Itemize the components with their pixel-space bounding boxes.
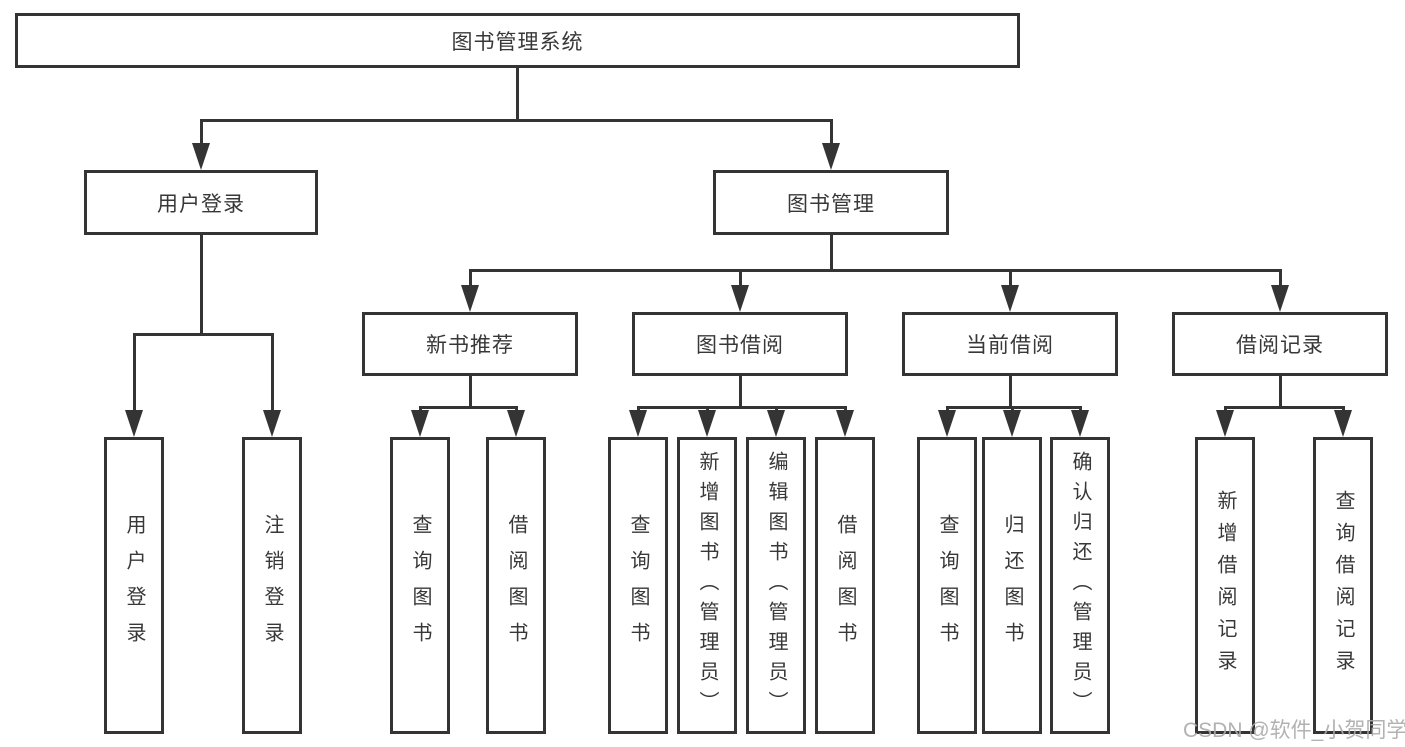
connector-drop-borrow-books-borrowing [844, 406, 847, 412]
connector-drop-edit-books-admin [775, 406, 778, 412]
node-new-book-recommend: 新书推荐 [362, 312, 578, 376]
connector-drop-logout-leaf [271, 333, 274, 411]
node-borrowing-records-label: 借阅记录 [1236, 334, 1324, 357]
connector-book-management-stem [830, 235, 833, 271]
connector-root-stem [516, 68, 519, 121]
arrowhead-down-icon [1001, 285, 1019, 312]
connector-drop-borrowing-records [1279, 269, 1282, 286]
connector-drop-add-books-admin [706, 406, 709, 412]
arrowhead-down-icon [461, 285, 479, 312]
node-add-books-admin-label: 新增图书（管理员） [696, 450, 718, 721]
node-return-books: 归还图书 [982, 437, 1042, 734]
node-user-login-leaf-label: 用户登录 [123, 513, 145, 658]
node-book-borrowing: 图书借阅 [632, 312, 848, 376]
connector-drop-user-login-leaf [133, 333, 136, 411]
connector-book-borrowing-stem [739, 376, 742, 408]
node-query-books-current: 查询图书 [917, 437, 977, 734]
node-borrow-books-borrowing: 借阅图书 [815, 437, 875, 734]
node-query-books-borrowing: 查询图书 [608, 437, 668, 734]
connector-new-book-recommend-stem [469, 376, 472, 408]
node-borrowing-records: 借阅记录 [1172, 312, 1388, 376]
arrowhead-down-icon [411, 410, 429, 437]
node-borrow-books-recommend: 借阅图书 [486, 437, 546, 734]
connector-root-hline [200, 119, 833, 122]
arrowhead-down-icon [698, 410, 716, 437]
connector-drop-current-borrowing [1009, 269, 1012, 286]
arrowhead-down-icon [1071, 410, 1089, 437]
connector-drop-new-book-recommend [469, 269, 472, 286]
connector-drop-borrow-books-recommend [515, 406, 518, 412]
node-add-borrow-record: 新增借阅记录 [1195, 437, 1255, 734]
arrowhead-down-icon [1003, 410, 1021, 437]
connector-drop-query-books-recommend [419, 406, 422, 412]
node-logout-leaf-label: 注销登录 [261, 513, 283, 658]
node-query-books-borrowing-label: 查询图书 [627, 513, 649, 658]
arrowhead-down-icon [629, 410, 647, 437]
node-book-borrowing-label: 图书借阅 [696, 334, 784, 357]
node-confirm-return-admin: 确认归还（管理员） [1050, 437, 1110, 734]
node-book-management-label: 图书管理 [787, 192, 875, 216]
arrowhead-down-icon [836, 410, 854, 437]
arrowhead-down-icon [731, 285, 749, 312]
node-confirm-return-admin-label: 确认归还（管理员） [1069, 450, 1091, 721]
connector-borrowing-records-hline [1224, 406, 1345, 409]
arrowhead-down-icon [1334, 410, 1352, 437]
connector-user-login-stem [200, 235, 203, 335]
node-edit-books-admin: 编辑图书（管理员） [746, 437, 806, 734]
arrowhead-down-icon [507, 410, 525, 437]
node-add-borrow-record-label: 新增借阅记录 [1214, 489, 1236, 682]
node-borrow-books-borrowing-label: 借阅图书 [834, 513, 856, 658]
arrowhead-down-icon [938, 410, 956, 437]
node-current-borrowing-label: 当前借阅 [966, 334, 1054, 357]
connector-book-management-hline [469, 269, 1282, 272]
csdn-watermark: CSDN @软件_小贺同学 [1183, 719, 1405, 742]
connector-drop-query-books-current [946, 406, 949, 412]
node-current-borrowing: 当前借阅 [902, 312, 1118, 376]
node-root: 图书管理系统 [15, 13, 1020, 68]
connector-drop-book-borrowing [739, 269, 742, 286]
node-user-login: 用户登录 [84, 170, 318, 235]
arrowhead-down-icon [767, 410, 785, 437]
node-query-books-current-label: 查询图书 [936, 513, 958, 658]
node-query-borrow-record: 查询借阅记录 [1313, 437, 1373, 734]
node-user-login-leaf: 用户登录 [104, 437, 164, 734]
node-borrow-books-recommend-label: 借阅图书 [505, 513, 527, 658]
arrowhead-down-icon [263, 410, 281, 437]
node-user-login-label: 用户登录 [157, 192, 245, 216]
arrowhead-down-icon [1271, 285, 1289, 312]
node-query-books-recommend: 查询图书 [390, 437, 450, 734]
node-root-label: 图书管理系统 [451, 30, 584, 54]
connector-new-book-recommend-hline [419, 406, 518, 409]
connector-drop-add-borrow-record [1224, 406, 1227, 412]
node-logout-leaf: 注销登录 [242, 437, 302, 734]
connector-current-borrowing-stem [1009, 376, 1012, 408]
arrowhead-down-icon [822, 143, 840, 170]
connector-borrowing-records-stem [1279, 376, 1282, 408]
arrowhead-down-icon [1216, 410, 1234, 437]
node-new-book-recommend-label: 新书推荐 [426, 334, 514, 357]
arrowhead-down-icon [125, 410, 143, 437]
node-add-books-admin: 新增图书（管理员） [677, 437, 737, 734]
node-query-borrow-record-label: 查询借阅记录 [1332, 489, 1354, 682]
node-book-management: 图书管理 [713, 170, 949, 235]
connector-drop-return-books [1011, 406, 1014, 412]
connector-current-borrowing-hline [946, 406, 1082, 409]
connector-drop-user-login [200, 119, 203, 145]
connector-drop-confirm-return-admin [1079, 406, 1082, 412]
node-query-books-recommend-label: 查询图书 [409, 513, 431, 658]
connector-drop-query-borrow-record [1342, 406, 1345, 412]
arrowhead-down-icon [192, 143, 210, 170]
node-edit-books-admin-label: 编辑图书（管理员） [765, 450, 787, 721]
connector-user-login-hline [133, 333, 274, 336]
connector-drop-query-books-borrowing [637, 406, 640, 412]
connector-book-borrowing-hline [637, 406, 847, 409]
connector-drop-book-management [830, 119, 833, 145]
node-return-books-label: 归还图书 [1001, 513, 1023, 658]
